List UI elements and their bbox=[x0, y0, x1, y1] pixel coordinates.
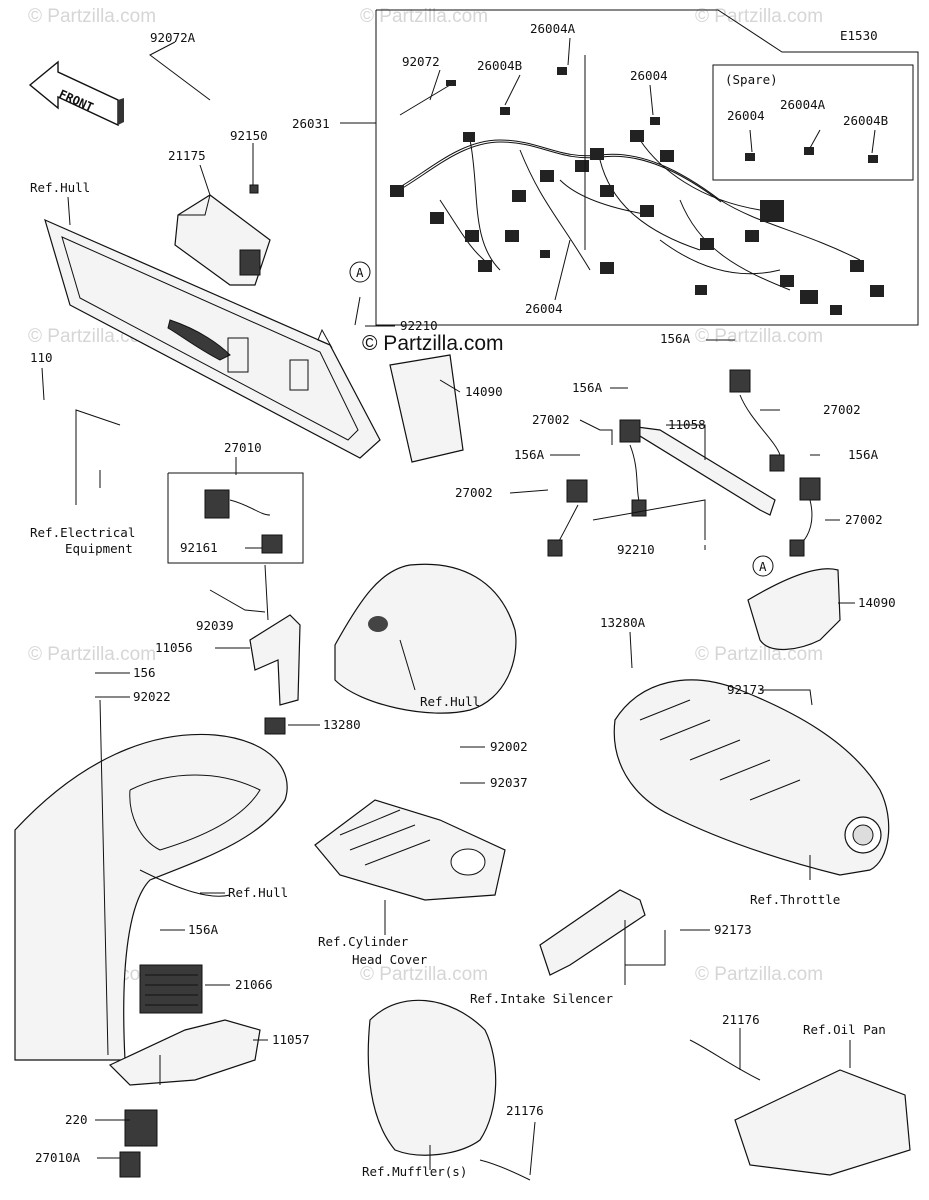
reference-label: Ref.Hull bbox=[30, 180, 90, 195]
hull-lower bbox=[14, 733, 288, 1061]
part-label: 26004 bbox=[630, 68, 668, 83]
front-arrow-icon: FRONT bbox=[28, 60, 124, 127]
bracket-11056 bbox=[249, 614, 301, 735]
part-label: 26004A bbox=[780, 97, 826, 112]
sensor-21176-wire-2 bbox=[479, 1159, 531, 1181]
part-label: 220 bbox=[65, 1112, 88, 1127]
bolt-icon bbox=[249, 184, 259, 194]
svg-text:A: A bbox=[759, 559, 767, 574]
hull-center bbox=[334, 563, 517, 714]
part-label: 92002 bbox=[490, 739, 528, 754]
hull-panel bbox=[44, 218, 381, 459]
part-label: 27002 bbox=[532, 412, 570, 427]
reference-label: Equipment bbox=[65, 541, 133, 556]
part-label: 156A bbox=[188, 922, 219, 937]
sensor-21176-wire bbox=[689, 1039, 761, 1081]
part-label: 92210 bbox=[617, 542, 655, 557]
part-label: 26004 bbox=[727, 108, 765, 123]
spare-title: (Spare) bbox=[725, 72, 778, 87]
part-label: 27010 bbox=[224, 440, 262, 455]
part-label: 11056 bbox=[155, 640, 193, 655]
part-label: 92161 bbox=[180, 540, 218, 555]
reference-label: Ref.Throttle bbox=[750, 892, 840, 907]
leader-lines bbox=[41, 37, 876, 1176]
intake-silencer-bracket bbox=[539, 889, 646, 976]
part-label: 92150 bbox=[230, 128, 268, 143]
part-label: 27010A bbox=[35, 1150, 81, 1165]
part-label: 26004A bbox=[530, 21, 576, 36]
part-label: 13280A bbox=[600, 615, 646, 630]
part-label: 21176 bbox=[506, 1103, 544, 1118]
cylinder-head-cover bbox=[314, 799, 506, 901]
part-label: 26004B bbox=[843, 113, 888, 128]
harness-frame bbox=[375, 9, 919, 326]
part-label: 156A bbox=[848, 447, 879, 462]
muffler bbox=[367, 999, 497, 1156]
part-label: 92022 bbox=[133, 689, 171, 704]
reference-label: Ref.Hull bbox=[420, 694, 480, 709]
part-label: 92210 bbox=[400, 318, 438, 333]
part-label: 156A bbox=[572, 380, 603, 395]
part-label: 156 bbox=[133, 665, 156, 680]
part-labels: 92072A 92072 26004A 26004B 26004 26031 2… bbox=[30, 21, 896, 1179]
reference-label: Ref.Intake Silencer bbox=[470, 991, 613, 1006]
watermark: © Partzilla.com bbox=[695, 6, 823, 27]
callout-a-top: A bbox=[349, 261, 371, 283]
part-label: 27002 bbox=[823, 402, 861, 417]
part-label: 92173 bbox=[727, 682, 765, 697]
part-label: 26031 bbox=[292, 116, 330, 131]
diagram-code: E1530 bbox=[840, 28, 878, 43]
reference-label: Ref.Muffler(s) bbox=[362, 1164, 467, 1179]
watermark: © Partzilla.com bbox=[695, 644, 823, 665]
manual-14090 bbox=[389, 354, 464, 463]
brand-label: © Partzilla.com bbox=[362, 332, 504, 355]
ecu-part bbox=[174, 194, 271, 286]
relay-box bbox=[167, 472, 304, 564]
watermark: © Partzilla.com bbox=[28, 644, 156, 665]
watermark: © Partzilla.com bbox=[360, 6, 488, 27]
watermark: © Partzilla.com bbox=[360, 964, 488, 985]
part-label: 156A bbox=[514, 447, 545, 462]
wiring-harness bbox=[390, 67, 884, 315]
part-label: 26004B bbox=[477, 58, 522, 73]
part-label: 14090 bbox=[858, 595, 896, 610]
part-label: 27002 bbox=[845, 512, 883, 527]
part-label: 14090 bbox=[465, 384, 503, 399]
callout-a-mid: A bbox=[752, 555, 774, 577]
reference-label: Ref.Oil Pan bbox=[803, 1022, 886, 1037]
part-label: 92072 bbox=[402, 54, 440, 69]
reference-label: Ref.Electrical bbox=[30, 525, 135, 540]
part-label: 156A bbox=[660, 331, 691, 346]
part-label: 21066 bbox=[235, 977, 273, 992]
sensor-harness bbox=[547, 369, 821, 557]
part-label: 92173 bbox=[714, 922, 752, 937]
regulator-assembly bbox=[108, 964, 261, 1178]
watermark: © Partzilla.com bbox=[28, 6, 156, 27]
reference-label: Ref.Cylinder bbox=[318, 934, 409, 949]
part-label: 21175 bbox=[168, 148, 206, 163]
part-label: 92037 bbox=[490, 775, 528, 790]
part-label: 27002 bbox=[455, 485, 493, 500]
part-label: 11057 bbox=[272, 1032, 310, 1047]
cover-14090 bbox=[747, 568, 841, 651]
svg-text:A: A bbox=[356, 265, 364, 280]
intake-manifold bbox=[613, 679, 890, 876]
part-label: 13280 bbox=[323, 717, 361, 732]
part-label: 21176 bbox=[722, 1012, 760, 1027]
part-label: 26004 bbox=[525, 301, 563, 316]
watermark: © Partzilla.com bbox=[695, 964, 823, 985]
reference-label: Ref.Hull bbox=[228, 885, 288, 900]
oil-pan bbox=[734, 1069, 911, 1176]
part-label: 11058 bbox=[668, 417, 706, 432]
reference-label: Head Cover bbox=[352, 952, 428, 967]
part-label: 110 bbox=[30, 350, 53, 365]
part-label: 92039 bbox=[196, 618, 234, 633]
part-label: 92072A bbox=[150, 30, 196, 45]
watermark: © Partzilla.com bbox=[695, 326, 823, 347]
